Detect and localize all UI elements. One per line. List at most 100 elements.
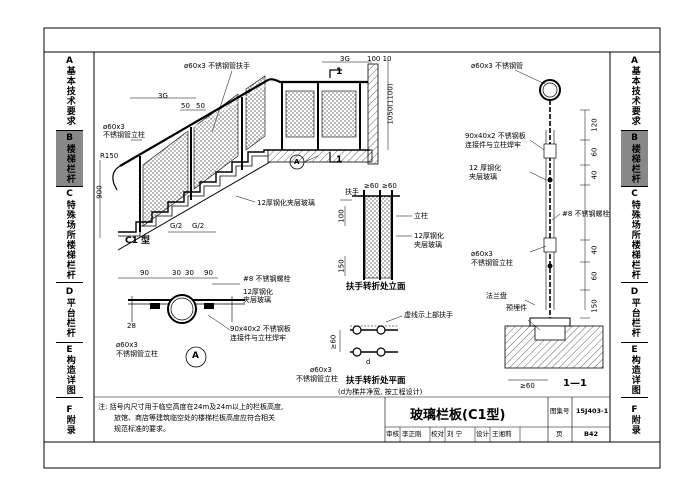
handrail-label: ø60x3 不锈钢管扶手 bbox=[184, 62, 251, 70]
tab-letter: D bbox=[630, 287, 639, 298]
dim-60: ≥60 bbox=[520, 382, 535, 390]
turn-elevation-title: 扶手转折处立面 bbox=[346, 282, 406, 292]
tab-label: 构造详图 bbox=[64, 355, 75, 396]
tab-letter: F bbox=[631, 404, 638, 415]
dim-60-b: ≥60 bbox=[382, 182, 397, 190]
section-mark-1-top: 1 bbox=[336, 67, 343, 77]
glass-label-1: 12厚钢化 bbox=[243, 288, 273, 296]
stair-elevation bbox=[99, 60, 389, 251]
left-tab-d[interactable]: D 平台栏杆 bbox=[56, 283, 83, 343]
dim-100: 100 bbox=[337, 209, 346, 223]
dim-50-a: 50 bbox=[181, 102, 190, 110]
pipe-label: ø60x3 不锈钢管 bbox=[471, 62, 524, 70]
bolt-label: #8 不锈钢螺栓 bbox=[243, 275, 291, 283]
left-tab-f[interactable]: F 附录 bbox=[56, 398, 83, 442]
reviewer-name: 李正刚 bbox=[402, 430, 422, 438]
dim-90-b: 90 bbox=[204, 269, 213, 277]
post-label-1: ø60x3 bbox=[471, 250, 493, 258]
drawing-title: 玻璃栏板(C1型) bbox=[410, 408, 506, 423]
tab-letter: B bbox=[631, 133, 638, 144]
right-tab-e[interactable]: E 构造详图 bbox=[621, 343, 648, 398]
tab-letter: E bbox=[631, 344, 638, 355]
right-tab-b[interactable]: B 楼梯栏杆 bbox=[621, 131, 648, 187]
dim-3g-top: 3G bbox=[340, 55, 350, 63]
tab-letter: F bbox=[66, 404, 73, 415]
dim-60-b: 60 bbox=[590, 271, 599, 281]
dim-60-a: 60 bbox=[590, 147, 599, 157]
plate-label-1: 90x40x2 不锈钢板 bbox=[465, 132, 526, 140]
glass-label-1: 12厚钢化 bbox=[414, 232, 444, 240]
dim-3g: 3G bbox=[158, 92, 168, 100]
dim-100-10: 100 10 bbox=[367, 55, 392, 63]
dim-g2-b: G/2 bbox=[192, 222, 205, 230]
tab-label: 楼梯栏杆 bbox=[629, 143, 640, 184]
right-tab-a[interactable]: A 基本技术要求 bbox=[621, 52, 648, 131]
dim-120: 120 bbox=[590, 118, 599, 132]
right-tab-c[interactable]: C 特殊场所楼梯栏杆 bbox=[621, 187, 648, 283]
dim-30-b: 30 bbox=[185, 269, 194, 277]
tab-letter: E bbox=[66, 344, 73, 355]
d-label: d bbox=[366, 358, 371, 366]
tab-label: 基本技术要求 bbox=[64, 66, 75, 127]
dim-g2-a: G/2 bbox=[170, 222, 183, 230]
dim-40-a: 40 bbox=[590, 170, 599, 180]
left-tab-b[interactable]: B 楼梯栏杆 bbox=[56, 131, 83, 187]
section-1-1 bbox=[504, 69, 604, 381]
section-title: 1—1 bbox=[563, 378, 587, 389]
detail-mark-a: A bbox=[192, 351, 199, 361]
tab-letter: C bbox=[66, 189, 73, 200]
tab-label: 平台栏杆 bbox=[64, 297, 75, 338]
designer-name: 王湘莉 bbox=[492, 430, 512, 438]
bolt-label: #8 不锈钢螺栓 bbox=[562, 210, 610, 218]
tab-letter: D bbox=[65, 287, 74, 298]
dashed-note: 虚线示上部扶手 bbox=[404, 311, 453, 319]
handrail-label: 扶手 bbox=[345, 188, 359, 196]
glass-label: 12厚钢化夹层玻璃 bbox=[257, 199, 315, 207]
post-label-2: 不锈钢管立柱 bbox=[103, 131, 145, 139]
embedded-label: 预埋件 bbox=[506, 304, 527, 312]
post-label-1: ø60x3 bbox=[116, 341, 138, 349]
checker-name: 刘 宁 bbox=[447, 430, 463, 438]
turn-plan-subtitle: (d为梯井净宽, 按工程设计) bbox=[338, 388, 423, 396]
left-tab-column: A 基本技术要求 B 楼梯栏杆 C 特殊场所楼梯栏杆 D 平台栏杆 E 构造详图… bbox=[44, 52, 94, 442]
glass-label-1: 12 厚钢化 bbox=[469, 164, 502, 172]
tab-label: 楼梯栏杆 bbox=[64, 143, 75, 184]
note-line-1: 注: 括号内尺寸用于临空高度在24m及24m以上的栏板高度, bbox=[98, 403, 284, 411]
left-tab-c[interactable]: C 特殊场所楼梯栏杆 bbox=[56, 187, 83, 283]
post-label-1: ø60x3 bbox=[103, 123, 125, 131]
right-tab-f[interactable]: F 附录 bbox=[621, 398, 648, 442]
post-label-2: 不锈钢管立柱 bbox=[116, 350, 158, 358]
review-label: 审核 bbox=[386, 430, 399, 438]
post-label-2: 不锈钢管立柱 bbox=[471, 259, 513, 267]
page-number: B42 bbox=[584, 430, 598, 438]
tab-label: 基本技术要求 bbox=[629, 66, 640, 127]
plan-detail-a bbox=[118, 277, 245, 368]
tab-label: 构造详图 bbox=[629, 355, 640, 396]
design-label: 设计 bbox=[476, 430, 489, 438]
right-tab-d[interactable]: D 平台栏杆 bbox=[621, 283, 648, 343]
dim-150: 150 bbox=[337, 259, 346, 273]
tab-letter: B bbox=[66, 133, 73, 144]
plate-label-2: 连接件与立柱焊牢 bbox=[230, 334, 286, 342]
atlas-number: 15J403-1 bbox=[576, 407, 609, 415]
turn-plan bbox=[339, 315, 403, 357]
atlas-label: 图集号 bbox=[550, 407, 570, 415]
tab-label: 附录 bbox=[64, 415, 75, 436]
dim-50-b: 50 bbox=[196, 102, 205, 110]
tab-label: 特殊场所楼梯栏杆 bbox=[64, 199, 75, 280]
left-tab-e[interactable]: E 构造详图 bbox=[56, 343, 83, 398]
dim-150: 150 bbox=[590, 299, 599, 313]
plate-label-2: 连接件与立柱焊牢 bbox=[465, 141, 521, 149]
glass-label-2: 夹层玻璃 bbox=[243, 296, 271, 304]
section-mark-1-bottom: 1 bbox=[336, 155, 343, 165]
flange-label: 法兰盘 bbox=[486, 292, 507, 300]
tab-label: 附录 bbox=[629, 415, 640, 436]
left-tab-a[interactable]: A 基本技术要求 bbox=[56, 52, 83, 131]
post-label-1: ø60x3 bbox=[310, 366, 332, 374]
turn-elevation bbox=[340, 190, 412, 280]
post-label: 立柱 bbox=[414, 212, 428, 220]
tab-letter: A bbox=[631, 55, 638, 66]
glass-label-2: 夹层玻璃 bbox=[469, 173, 497, 181]
